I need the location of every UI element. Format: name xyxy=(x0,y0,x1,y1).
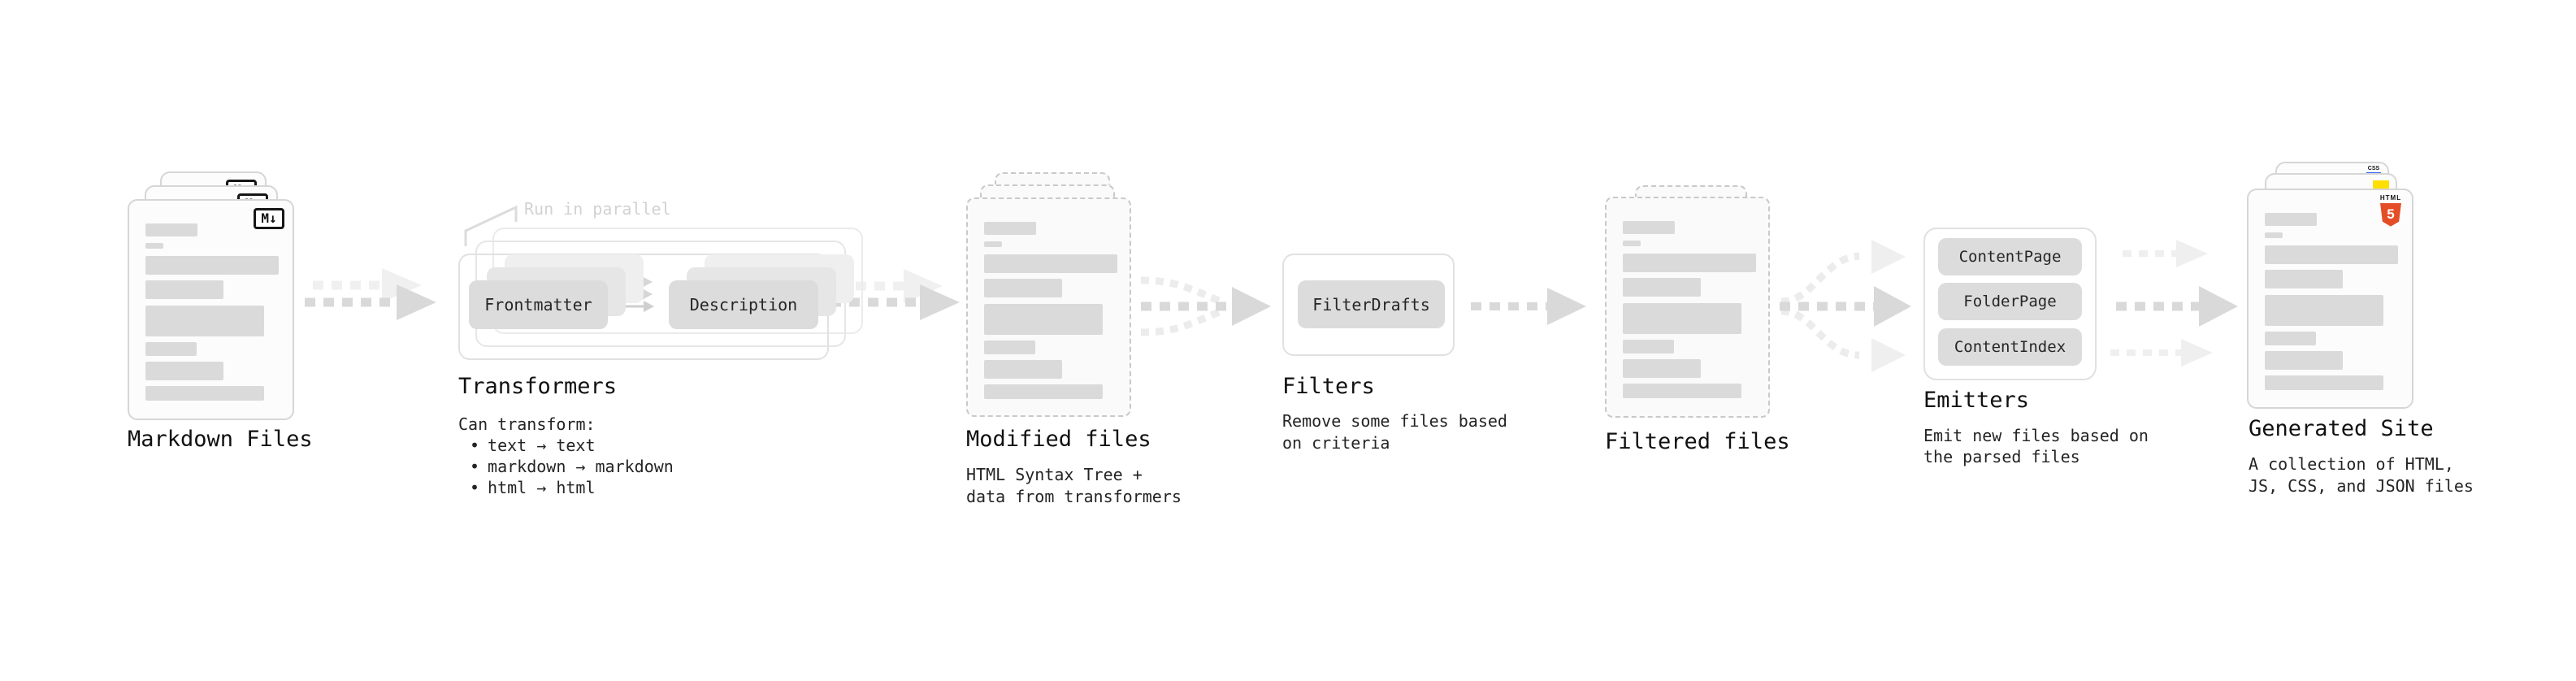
emitters-description: Emit new files based on the parsed files xyxy=(1923,426,2149,466)
bullet-icon: • xyxy=(470,478,480,497)
run-in-parallel-callout-line xyxy=(464,205,518,246)
markdown-icon: M↓ xyxy=(254,208,284,229)
filtered-files-label: Filtered files xyxy=(1605,429,1790,454)
transform-bullet: • html → html xyxy=(470,478,596,497)
modified-files-description: HTML Syntax Tree + data from transformer… xyxy=(966,465,1182,506)
contentpage-pill: ContentPage xyxy=(1938,238,2082,275)
transformers-desc-title: Can transform: xyxy=(458,414,596,434)
file-card-dashed xyxy=(1605,197,1770,418)
arrow-filters-to-filtered xyxy=(1471,288,1586,325)
filters-label: Filters xyxy=(1282,374,1375,399)
arrow-modified-to-filters xyxy=(1140,276,1271,336)
js-icon xyxy=(2373,180,2389,190)
bullet-icon: • xyxy=(470,436,480,455)
transform-bullet: • text → text xyxy=(470,436,596,455)
contentindex-pill: ContentIndex xyxy=(1938,328,2082,366)
markdown-files-label: Markdown Files xyxy=(128,427,313,452)
transformers-label: Transformers xyxy=(458,374,618,399)
file-card: HTML 5 xyxy=(2247,189,2413,409)
run-in-parallel-note: Run in parallel xyxy=(524,199,671,219)
modified-files-label: Modified files xyxy=(966,427,1151,452)
arrow-filtered-to-emitters xyxy=(1780,240,1911,372)
description-pill: Description xyxy=(669,280,818,329)
emitters-label: Emitters xyxy=(1923,388,2030,413)
file-card-dashed xyxy=(966,197,1131,417)
bullet-icon: • xyxy=(470,457,480,476)
file-card: M↓ xyxy=(128,199,294,420)
html5-icon: HTML 5 xyxy=(2379,194,2402,227)
folderpage-pill: FolderPage xyxy=(1938,283,2082,320)
transformers-description: Can transform: • text → text • markdown … xyxy=(458,414,674,498)
filterdrafts-pill: FilterDrafts xyxy=(1298,280,1445,328)
transform-bullet: • markdown → markdown xyxy=(470,457,674,476)
arrow-emitters-to-site xyxy=(2110,240,2238,367)
arrow-markdown-to-transformers xyxy=(305,268,436,320)
frontmatter-pill: Frontmatter xyxy=(469,280,608,329)
generated-site-description: A collection of HTML, JS, CSS, and JSON … xyxy=(2249,454,2474,496)
arrow-transformers-to-modified xyxy=(830,269,960,320)
filters-description: Remove some files based on criteria xyxy=(1282,411,1507,453)
generated-site-label: Generated Site xyxy=(2249,416,2434,441)
